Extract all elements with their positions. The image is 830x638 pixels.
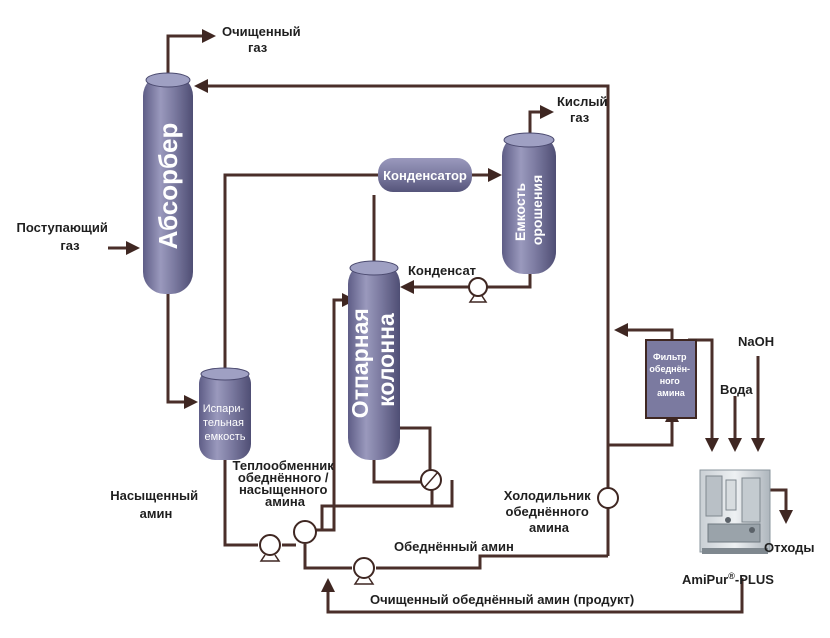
flash-tank-line-1: Испари- [203,403,245,415]
lean-amine-label: Обеднённый амин [394,539,514,554]
filter-line-2: обеднён- [649,364,690,374]
svg-text:Теплообменник обеднённого: Теплообменник обеднённого / насыщенного … [233,458,338,509]
heat-exchanger-label-2: обеднённого / [238,470,329,485]
lean-cooler-label-1: Холодильник [504,488,591,503]
amipur-suffix: -PLUS [735,572,774,587]
naoh-label: NaOH [738,334,774,349]
acid-gas-label-1: Кислый [557,94,608,109]
inlet-gas-label-1: Поступающий [16,220,107,235]
condensate-label: Конденсат [408,263,476,278]
clean-gas-label-2: газ [248,40,268,55]
svg-text:Фильтр обеднён- но: Фильтр обеднён- ного амина [649,352,692,398]
reflux-drum-label-2: орошения [529,175,545,245]
amipur-registered: ® [728,571,735,581]
heat-exchanger-label-3: насыщенного [239,482,328,497]
condenser-label: Конденсатор [383,168,467,183]
absorber-column: Абсорбер [143,72,193,294]
absorber-label: Абсорбер [153,123,183,250]
purified-lean-amine-label: Очищенный обеднённый амин (продукт) [370,592,634,607]
stripper-label-1: Отпарная [347,308,373,418]
inlet-gas-label-2: газ [60,238,80,253]
rich-amine-label-1: Насыщенный [110,488,198,503]
acid-gas-label-2: газ [570,110,590,125]
svg-text:Кислый газ: Кислый газ [557,94,611,125]
heat-exchanger-label-4: амина [265,494,306,509]
filter-line-3: ного [660,376,681,386]
lean-cooler-label-3: амина [529,520,570,535]
rich-amine-label-2: амин [140,506,173,521]
waste-label: Отходы [764,540,815,555]
svg-text:Емкость орошения: Емкость орошения [512,175,545,245]
condenser: Конденсатор [378,158,472,192]
reflux-drum-label-1: Емкость [512,182,528,241]
pump-icon [468,277,488,303]
svg-text:Холодильник обеднённого: Холодильник обеднённого амина [504,488,594,535]
filter-line-1: Фильтр [653,352,687,362]
heat-exchanger-icon [293,520,317,544]
heat-exchanger-label-1: Теплообменник [233,458,335,473]
reflux-drum: Емкость орошения [502,132,556,274]
cooler-icon [597,487,619,509]
filter-line-4: амина [657,388,686,398]
amipur-unit-icon [699,469,771,554]
svg-text:Насыщенный амин: Насыщенный амин [110,488,202,521]
stripper-column: Отпарная колонна [347,260,400,460]
water-label: Вода [720,382,753,397]
svg-text:Отпарная колонна: Отпарная колонна [347,302,399,418]
stripper-label-2: колонна [373,313,399,407]
pump-icon [259,534,281,562]
svg-text:Поступающий газ: Поступающий газ [16,220,111,253]
flash-tank-line-3: емкость [204,431,245,443]
svg-text:Очищенный газ: Очищенный газ [222,24,304,55]
pipes [108,34,788,614]
clean-gas-label-1: Очищенный [222,24,301,39]
pump-icon [353,557,375,585]
svg-text:Испари- тельная ем: Испари- тельная емкость [203,403,247,443]
flash-tank: Испари- тельная емкость [199,367,251,460]
reboiler-icon [420,469,442,491]
amipur-name: AmiPur [682,572,728,587]
flash-tank-line-2: тельная [203,417,244,429]
amipur-label: AmiPur®-PLUS [682,571,774,587]
lean-cooler-label-2: обеднённого [506,504,589,519]
lean-amine-filter: Фильтр обеднён- ного амина [645,339,697,419]
